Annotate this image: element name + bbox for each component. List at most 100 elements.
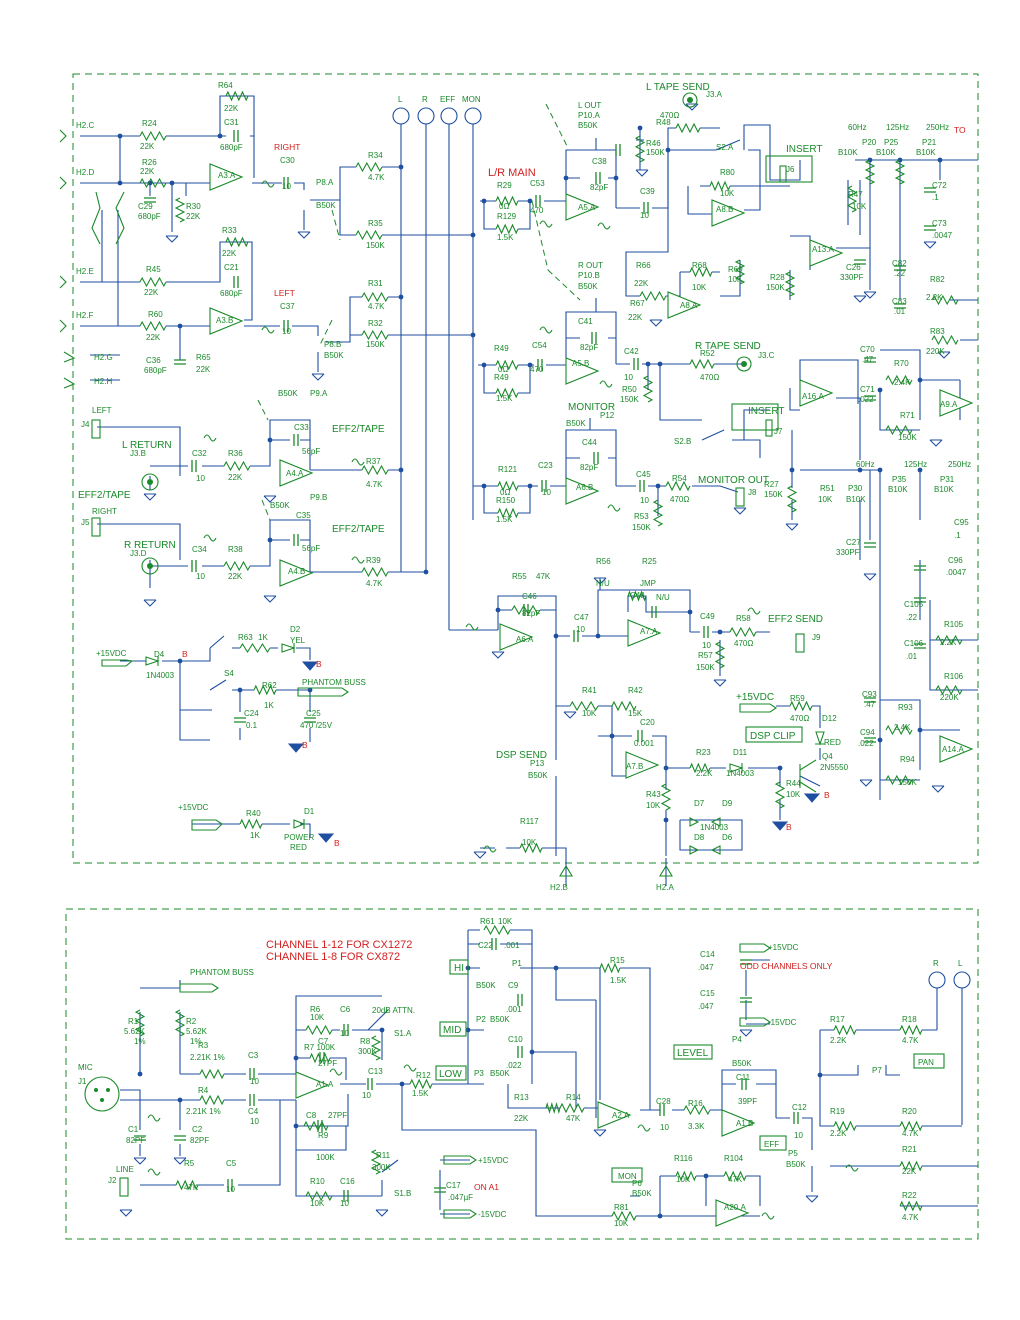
part-label: B50K <box>324 351 344 360</box>
part-label: 10K <box>852 202 867 211</box>
junction <box>117 180 123 186</box>
part-label: 150K <box>764 490 783 499</box>
part-label: R104 <box>724 1154 744 1163</box>
part-label: P10.A <box>578 111 600 120</box>
part-label: R19 <box>830 1107 845 1116</box>
part-label: C11 <box>736 1073 751 1082</box>
part-label: R33 <box>222 226 237 235</box>
part-label: C22 <box>478 941 493 950</box>
part-label: B10K <box>934 485 954 494</box>
ground-symbol <box>491 651 505 659</box>
part-label: 22K <box>222 249 237 258</box>
part-label: 22K <box>634 279 649 288</box>
junction <box>267 537 273 543</box>
junction <box>663 765 669 771</box>
part-label: 47K <box>184 1183 199 1192</box>
part-label: C25 <box>306 709 321 718</box>
part-label: R53 <box>634 512 649 521</box>
part-label: 150K <box>898 778 917 787</box>
resistor <box>899 1200 923 1212</box>
part-label: S4 <box>224 669 234 678</box>
part-label: 0.1 <box>246 721 258 730</box>
capacitor <box>637 730 643 742</box>
part-label: R26 <box>142 158 157 167</box>
rail-p15-e: +15VDC <box>478 1156 509 1165</box>
r-return-title: R RETURN <box>124 540 176 551</box>
junction <box>177 658 183 664</box>
resistor <box>511 604 541 616</box>
waveform-mark <box>261 180 275 188</box>
part-label: R36 <box>228 449 243 458</box>
resistor <box>599 962 621 974</box>
part-label: 10K <box>720 189 735 198</box>
junction <box>470 232 476 238</box>
part-label: B50K <box>278 389 298 398</box>
part-label: 2.2K <box>696 769 713 778</box>
junction <box>237 687 243 693</box>
junction <box>527 483 533 489</box>
resistor <box>734 259 746 285</box>
part-label: 10K <box>818 495 833 504</box>
ground-symbol <box>739 1029 753 1037</box>
part-label: C82 <box>892 259 907 268</box>
rail-labels: +15VDC +15VDC +15VDC +15VDC +15VDC -15VD… <box>96 649 799 1219</box>
part-label: C96 <box>948 556 963 565</box>
insert-title-2: INSERT <box>748 406 785 417</box>
part-label: C45 <box>636 470 651 479</box>
junction <box>169 180 175 186</box>
resistor <box>642 375 654 403</box>
part-label: D12 <box>822 714 837 723</box>
ground-symbol <box>785 523 799 531</box>
part-label: 4.7K <box>368 302 385 311</box>
section-channel <box>65 908 979 1240</box>
part-label: 4.7K <box>902 1129 919 1138</box>
ground-symbol <box>853 295 867 303</box>
part-label: 10K <box>646 801 661 810</box>
eq-hi-label: HI <box>454 963 464 974</box>
resistor <box>931 294 959 306</box>
capacitor <box>914 597 926 603</box>
part-label: .22 <box>894 269 906 278</box>
part-label: 470Ω <box>670 495 689 504</box>
ground-symbol <box>473 851 487 859</box>
eff2-send-title: EFF2 SEND <box>768 614 823 625</box>
resistor <box>935 684 963 696</box>
resistor <box>239 818 263 830</box>
part-label: R66 <box>636 261 651 270</box>
part-label: 56pF <box>302 447 320 456</box>
part-label: R10 <box>310 1177 325 1186</box>
ground-symbol <box>937 351 951 359</box>
part-label: B50K <box>578 282 598 291</box>
part-label: C16 <box>340 1177 355 1186</box>
ground-symbol <box>119 1209 133 1217</box>
part-label: B50K <box>578 121 598 130</box>
phantom-buss-title: PHANTOM BUSS <box>302 678 366 687</box>
part-label: 1.5K <box>496 515 513 524</box>
part-label: P35 <box>892 475 907 484</box>
resistor <box>495 387 519 399</box>
junction <box>398 164 404 170</box>
part-label: 10 <box>640 496 649 505</box>
part-label: 220K <box>926 347 945 356</box>
part-label: A8.A <box>680 301 698 310</box>
op-amp <box>499 623 534 651</box>
resistor <box>885 724 913 736</box>
part-label: 680pF <box>144 366 167 375</box>
part-label: R51 <box>820 484 835 493</box>
part-label: D11 <box>733 748 748 757</box>
part-label: 1K <box>264 701 274 710</box>
part-label: C2 <box>192 1125 203 1134</box>
part-label: R67 <box>630 299 645 308</box>
ground-symbol <box>733 507 747 515</box>
part-label: .1 <box>932 193 939 202</box>
dsp-clip-title: DSP CLIP <box>750 731 796 742</box>
connectors <box>59 92 813 1219</box>
junction <box>637 125 643 131</box>
junction <box>645 361 651 367</box>
resistor <box>931 334 959 346</box>
waveform-mark <box>261 326 275 334</box>
part-label: R29 <box>497 181 512 190</box>
part-label: R64 <box>218 81 233 90</box>
part-label: C105 <box>904 600 924 609</box>
resistor <box>199 1094 225 1106</box>
